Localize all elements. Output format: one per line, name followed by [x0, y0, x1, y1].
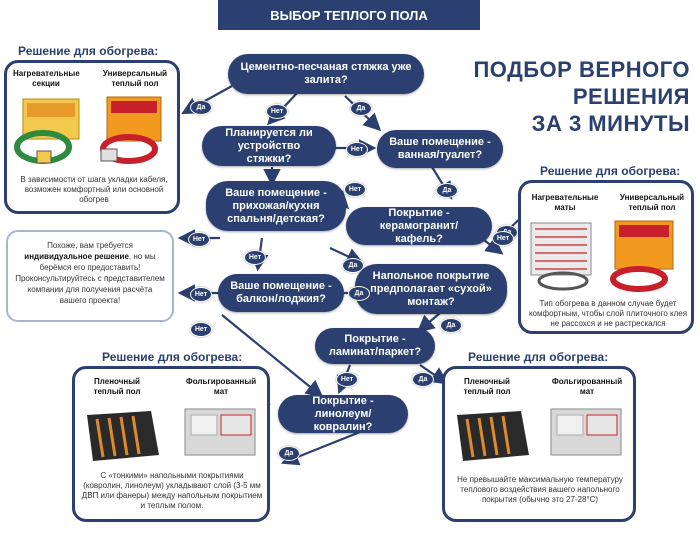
panel-description: В зависимости от шага укладки кабеля, во…: [20, 175, 168, 204]
badge-no: Нет: [190, 322, 212, 337]
question-dry-installation: Напольное покрытие предполагает «сухой» …: [355, 264, 507, 314]
badge-no: Нет: [188, 232, 210, 247]
info-line-2: , но мы берёмся его предоставить! Прокон…: [15, 252, 165, 305]
solution-label-top-right: Решение для обогрева:: [540, 164, 681, 178]
badge-no: Нет: [492, 231, 514, 246]
badge-yes: Да: [348, 286, 370, 301]
badge-no: Нет: [336, 372, 358, 387]
product-images: [530, 220, 674, 292]
question-balcony: Ваше помещение - балкон/лоджия?: [218, 274, 344, 312]
question-screed-planned: Планируется ли устройство стяжки?: [202, 126, 336, 166]
badge-yes: Да: [436, 183, 458, 198]
solution-panel-top-right: Нагревательные маты Универсальный теплый…: [518, 180, 694, 334]
badge-yes: Да: [440, 318, 462, 333]
individual-solution-box: Похоже, вам требуется индивидуальное реш…: [6, 230, 174, 322]
caption-film-floor: Пленочный теплый пол: [93, 377, 141, 396]
badge-no: Нет: [344, 182, 366, 197]
solution-panel-bottom-left: Пленочный теплый пол Фольгированный мат …: [72, 366, 270, 522]
page-title: ПОДБОР ВЕРНОГО РЕШЕНИЯ ЗА 3 МИНУТЫ: [440, 56, 690, 137]
title-line-1: ПОДБОР ВЕРНОГО: [473, 57, 690, 82]
title-line-3: ЗА 3 МИНУТЫ: [531, 111, 690, 136]
panel-description: Не превышайте максимальную температуру т…: [457, 475, 623, 504]
caption-film-floor: Пленочный теплый пол: [463, 377, 511, 396]
info-line-1: Похоже, вам требуется: [47, 241, 133, 250]
solution-label-bottom-left: Решение для обогрева:: [102, 350, 243, 364]
caption-universal-floor: Универсальный теплый пол: [619, 193, 685, 212]
badge-yes: Да: [342, 258, 364, 273]
badge-no: Нет: [244, 250, 266, 265]
title-line-2: РЕШЕНИЯ: [572, 84, 690, 109]
product-images: [14, 96, 162, 164]
solution-panel-top-left: Нагревательные секции Универсальный тепл…: [4, 60, 180, 214]
product-images: [87, 408, 256, 461]
badge-yes: Да: [350, 101, 372, 116]
question-ceramic-tile: Покрытие - керамогранит/кафель?: [346, 207, 492, 245]
solution-panel-bottom-right: Пленочный теплый пол Фольгированный мат …: [442, 366, 636, 522]
info-bold: индивидуальное решение: [24, 252, 129, 261]
caption-heating-mats: Нагревательные маты: [531, 193, 599, 212]
badge-no: Нет: [346, 142, 368, 157]
badge-yes: Да: [412, 372, 434, 387]
page-banner: ВЫБОР ТЕПЛОГО ПОЛА: [218, 0, 480, 30]
solution-label-bottom-right: Решение для обогрева:: [468, 350, 609, 364]
badge-no: Нет: [266, 104, 288, 119]
question-linoleum: Покрытие - линолеум/ковралин?: [278, 395, 408, 433]
panel-description: С «тонкими» напольными покрытиями (ковро…: [81, 471, 263, 510]
question-hall-kitchen-bedroom: Ваше помещение - прихожая/кухня спальня/…: [206, 181, 346, 231]
caption-universal-floor: Универсальный теплый пол: [102, 69, 168, 88]
badge-yes: Да: [190, 100, 212, 115]
panel-description: Тип обогрева в данном случае будет комфо…: [528, 299, 688, 328]
badge-no: Нет: [190, 287, 212, 302]
question-screed-poured: Цементно-песчаная стяжка уже залита?: [228, 54, 424, 94]
caption-foil-mat: Фольгированный мат: [185, 377, 257, 396]
caption-heating-sections: Нагревательные секции: [13, 69, 80, 88]
question-bathroom: Ваше помещение - ванная/туалет?: [377, 130, 503, 168]
product-images: [457, 408, 622, 461]
question-laminate: Покрытие - ламинат/паркет?: [315, 328, 435, 364]
caption-foil-mat: Фольгированный мат: [551, 377, 623, 396]
solution-label-top-left: Решение для обогрева:: [18, 44, 159, 58]
badge-yes: Да: [278, 446, 300, 461]
